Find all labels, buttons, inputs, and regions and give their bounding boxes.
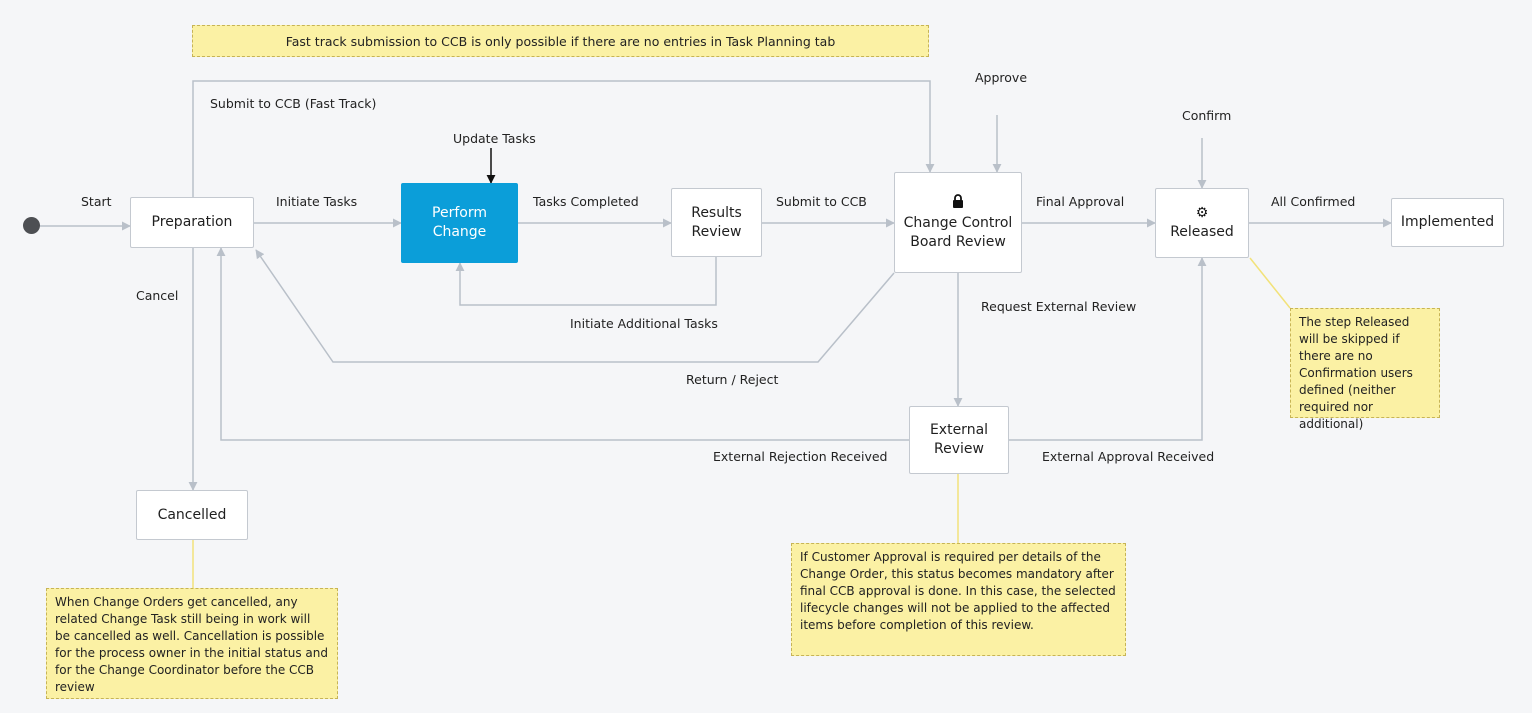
fast-track-note-text: Fast track submission to CCB is only pos… — [285, 33, 836, 49]
customer-approval-note-text: If Customer Approval is required per det… — [800, 550, 1116, 632]
state-released[interactable]: ⚙ Released — [1155, 188, 1249, 258]
label-start[interactable]: Start — [81, 194, 112, 209]
state-external-review-label: External Review — [929, 422, 989, 457]
state-implemented[interactable]: Implemented — [1391, 198, 1504, 247]
edge-external-rejection — [216, 247, 909, 441]
label-confirm[interactable]: Confirm — [1182, 108, 1232, 123]
released-skip-note-text: The step Released will be skipped if the… — [1299, 315, 1413, 431]
customer-approval-note: If Customer Approval is required per det… — [791, 543, 1126, 656]
state-ccb-review-label: Change Control Board Review — [903, 214, 1013, 250]
lock-icon — [952, 193, 964, 212]
fast-track-note: Fast track submission to CCB is only pos… — [192, 25, 929, 57]
label-all-confirmed[interactable]: All Confirmed — [1271, 194, 1356, 209]
label-submit-to-ccb[interactable]: Submit to CCB — [776, 194, 867, 209]
label-initiate-additional-tasks[interactable]: Initiate Additional Tasks — [570, 316, 718, 331]
cancellation-note-text: When Change Orders get cancelled, any re… — [55, 595, 328, 694]
state-change-control-board-review[interactable]: Change Control Board Review — [894, 172, 1022, 273]
label-approve[interactable]: Approve — [975, 70, 1028, 85]
label-external-approval[interactable]: External Approval Received — [1042, 449, 1215, 464]
label-request-external-review[interactable]: Request External Review — [981, 299, 1137, 314]
label-submit-fast-track[interactable]: Submit to CCB (Fast Track) — [210, 96, 377, 111]
gear-icon: ⚙ — [1195, 204, 1209, 221]
label-cancel[interactable]: Cancel — [136, 288, 179, 303]
state-external-review[interactable]: External Review — [909, 406, 1009, 474]
state-preparation-label: Preparation — [151, 214, 233, 230]
state-cancelled-label: Cancelled — [157, 506, 227, 523]
note-connector-released — [1249, 257, 1291, 309]
label-external-rejection[interactable]: External Rejection Received — [713, 449, 888, 464]
label-final-approval[interactable]: Final Approval — [1036, 194, 1125, 209]
start-node[interactable] — [23, 217, 40, 234]
state-perform-change-label: Perform Change — [432, 205, 487, 240]
state-preparation[interactable]: Preparation — [130, 197, 254, 248]
state-perform-change[interactable]: Perform Change — [401, 183, 518, 263]
released-skip-note: The step Released will be skipped if the… — [1290, 308, 1440, 431]
edge-initiate-additional — [455, 257, 717, 306]
edge-external-approval — [1009, 257, 1207, 441]
state-implemented-label: Implemented — [1400, 214, 1495, 230]
label-return-reject[interactable]: Return / Reject — [686, 372, 779, 387]
state-released-label: Released — [1170, 223, 1234, 240]
state-results-review-label: Results Review — [691, 204, 742, 240]
cancellation-note: When Change Orders get cancelled, any re… — [46, 588, 338, 699]
label-tasks-completed[interactable]: Tasks Completed — [533, 194, 639, 209]
state-cancelled[interactable]: Cancelled — [136, 490, 248, 540]
edge-return-reject — [255, 249, 895, 363]
label-initiate-tasks[interactable]: Initiate Tasks — [276, 194, 358, 209]
state-results-review[interactable]: Results Review — [671, 188, 762, 257]
label-update-tasks[interactable]: Update Tasks — [453, 131, 536, 146]
